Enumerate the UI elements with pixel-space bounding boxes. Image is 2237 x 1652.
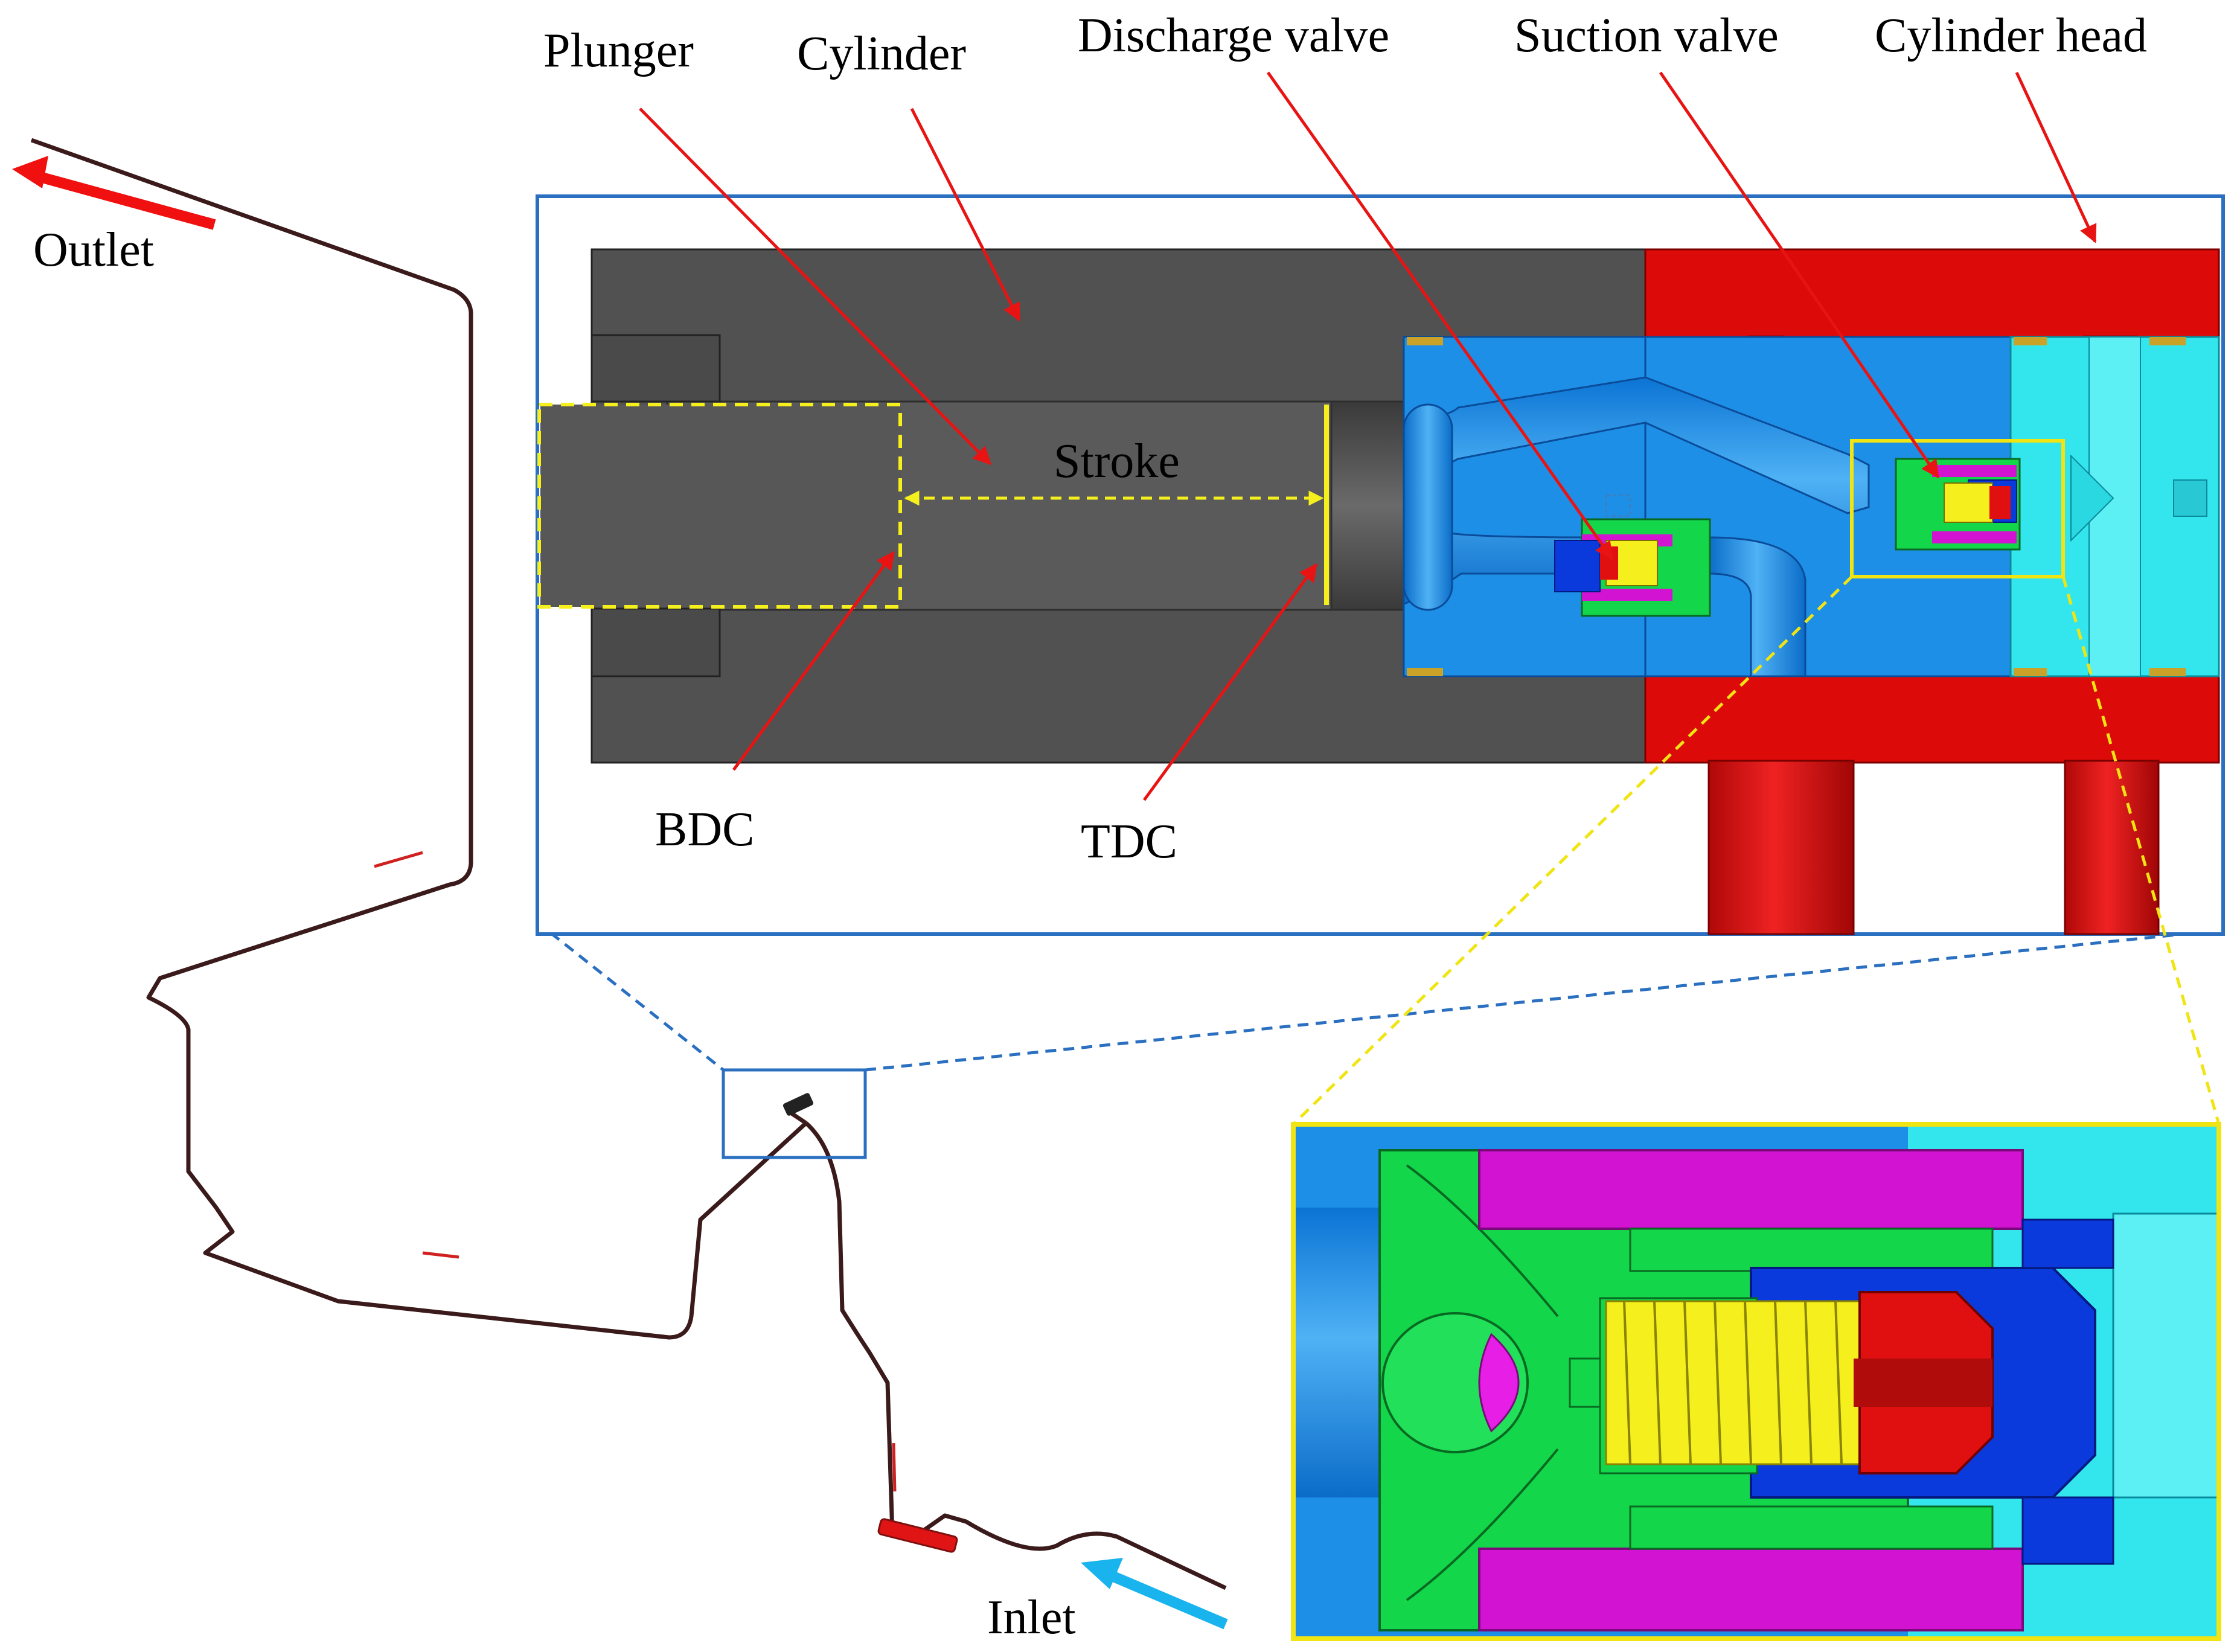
cylinder-section	[540, 248, 1647, 764]
tdc-label: TDC	[1081, 815, 1177, 868]
stroke-label: Stroke	[1054, 435, 1180, 488]
cylinder-head-label: Cylinder head	[1875, 9, 2147, 62]
pump-chamber	[1403, 336, 2220, 677]
detail-frame	[1291, 1122, 2221, 1641]
cylinder-label: Cylinder	[797, 27, 966, 80]
inlet-arrow	[1081, 1558, 1228, 1630]
suction-valve-label: Suction valve	[1514, 9, 1779, 62]
bdc-label: BDC	[655, 803, 755, 856]
spring	[1605, 1300, 1897, 1465]
outlet-label: Outlet	[33, 223, 154, 277]
outlet-arrow	[12, 156, 216, 230]
bdc-plunger-outline	[537, 403, 902, 609]
suction-valve-detail	[1293, 1124, 2219, 1639]
pipeline	[30, 138, 1227, 1590]
callout-arrows	[639, 71, 2097, 801]
plunger-label: Plunger	[543, 24, 694, 77]
inlet-label: Inlet	[987, 1591, 1076, 1644]
zoom-source-box	[722, 1068, 867, 1159]
cylinder-head	[1644, 248, 2220, 935]
suction-valve-detail-box	[1850, 439, 2065, 578]
discharge-valve-label: Discharge valve	[1078, 9, 1389, 62]
suction-valve	[1895, 458, 2021, 551]
